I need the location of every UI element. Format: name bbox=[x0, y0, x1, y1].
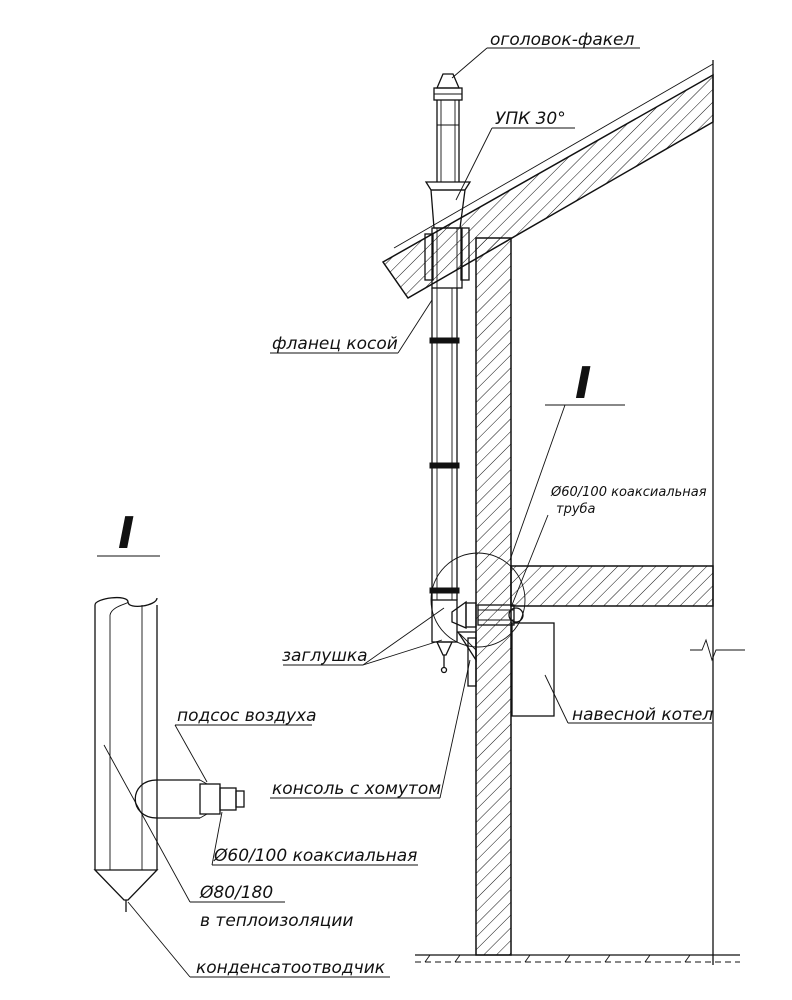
floor-slab bbox=[510, 565, 714, 607]
wall-boiler bbox=[511, 622, 555, 717]
label-coax-pipe-line2: труба bbox=[556, 502, 596, 517]
section-mark-detail: I bbox=[118, 508, 134, 559]
main-wall bbox=[475, 237, 512, 956]
ground-line bbox=[415, 954, 740, 963]
wall-break-mark bbox=[690, 638, 745, 662]
label-cap-torch: оголовок-факел bbox=[490, 30, 635, 50]
label-coax-detail: Ø60/100 коаксиальная bbox=[213, 846, 417, 866]
label-bracket: консоль с хомутом bbox=[272, 779, 441, 799]
label-plug: заглушка bbox=[282, 646, 368, 666]
label-insulated-line1: Ø80/180 bbox=[199, 883, 273, 903]
wall-bracket bbox=[456, 631, 477, 687]
label-air-intake: подсос воздуха bbox=[177, 706, 317, 726]
label-insulated-line2: в теплоизоляции bbox=[200, 911, 353, 931]
label-condensate: конденсатоотводчик bbox=[196, 958, 386, 978]
label-coax-pipe-line1: Ø60/100 коаксиальная bbox=[550, 485, 707, 500]
label-upk: УПК 30° bbox=[495, 109, 566, 129]
label-flange: фланец косой bbox=[272, 334, 398, 354]
main-chimney-pipe bbox=[424, 73, 524, 674]
detail-circle bbox=[430, 552, 526, 648]
section-mark-main: I bbox=[575, 358, 591, 409]
detail-pipe bbox=[93, 596, 245, 912]
leader-lines bbox=[97, 47, 712, 978]
label-boiler: навесной котел bbox=[572, 705, 713, 725]
